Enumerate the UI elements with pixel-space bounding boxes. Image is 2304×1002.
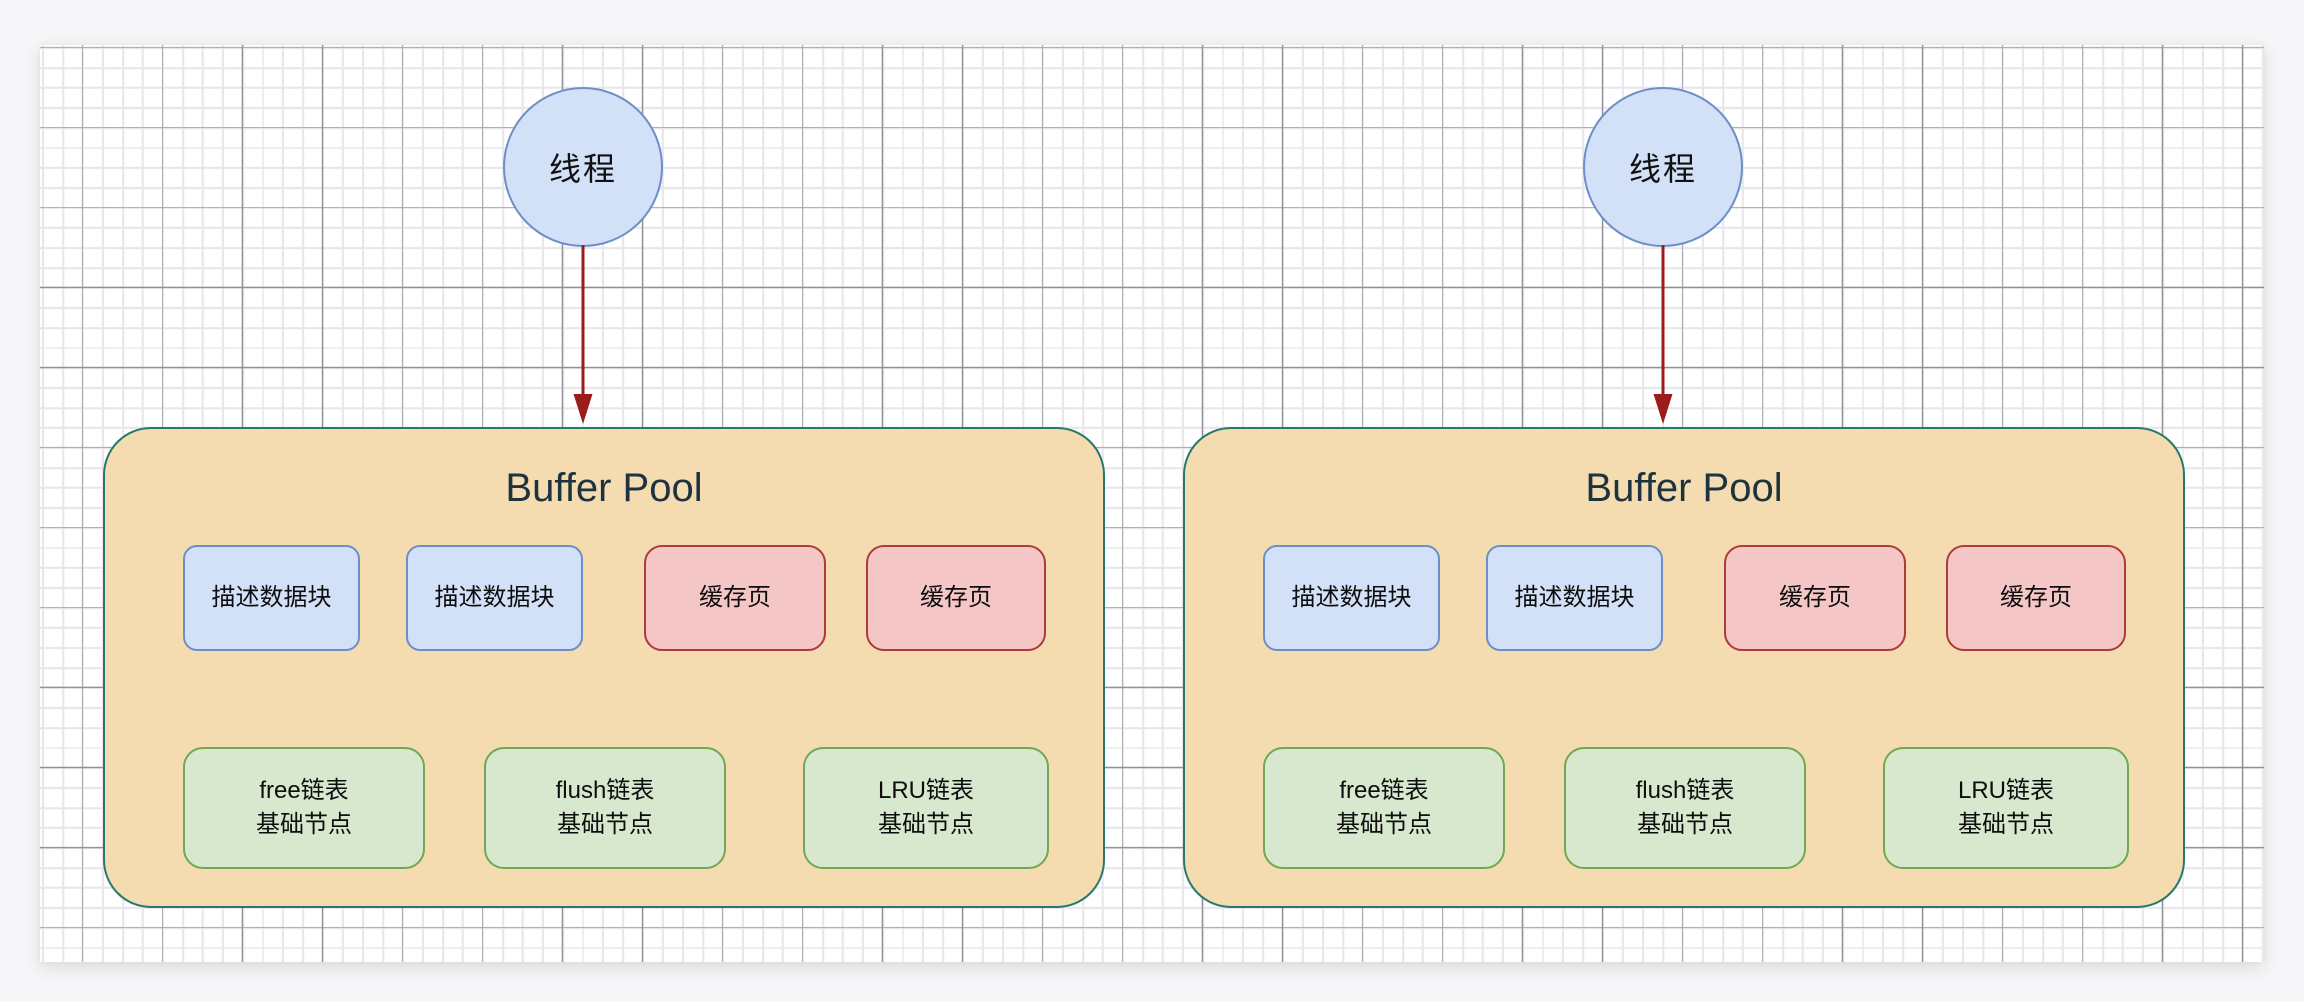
cache-page-box: 缓存页 — [1724, 545, 1906, 651]
free-list-base-node-box: free链表 基础节点 — [1263, 747, 1505, 869]
cache-page-box: 缓存页 — [1946, 545, 2126, 651]
thread-to-pool-arrow — [1653, 245, 1673, 424]
cache-page-box: 缓存页 — [644, 545, 826, 651]
describe-data-block-box: 描述数据块 — [183, 545, 360, 651]
thread-buffer-pool-group: 线程 Buffer Pool 描述数据块 描述数据块 缓存页 缓存页 free链… — [1080, 0, 2304, 1002]
describe-data-block-box: 描述数据块 — [1486, 545, 1663, 651]
thread-label: 线程 — [1628, 151, 1697, 187]
lru-list-base-node-box: LRU链表 基础节点 — [1883, 747, 2129, 869]
buffer-pool: Buffer Pool 描述数据块 描述数据块 缓存页 缓存页 free链表 基… — [1183, 427, 2185, 908]
describe-data-block-box: 描述数据块 — [1263, 545, 1440, 651]
lru-list-base-node-box: LRU链表 基础节点 — [803, 747, 1049, 869]
thread-node: 线程 — [503, 87, 663, 247]
flush-list-base-node-box: flush链表 基础节点 — [1564, 747, 1806, 869]
buffer-pool-title: Buffer Pool — [1585, 466, 1783, 510]
describe-data-block-box: 描述数据块 — [406, 545, 583, 651]
buffer-pool-title: Buffer Pool — [505, 466, 703, 510]
thread-to-pool-arrow — [573, 245, 593, 424]
thread-node: 线程 — [1583, 87, 1743, 247]
flush-list-base-node-box: flush链表 基础节点 — [484, 747, 726, 869]
buffer-pool: Buffer Pool 描述数据块 描述数据块 缓存页 缓存页 free链表 基… — [103, 427, 1105, 908]
cache-page-box: 缓存页 — [866, 545, 1046, 651]
thread-label: 线程 — [548, 151, 617, 187]
free-list-base-node-box: free链表 基础节点 — [183, 747, 425, 869]
